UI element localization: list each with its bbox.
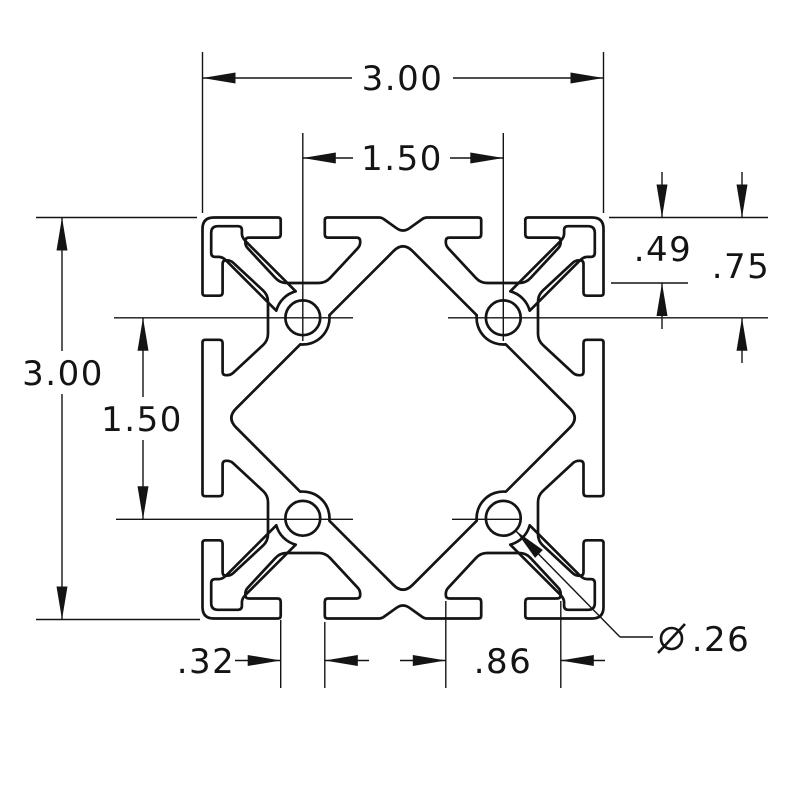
dim-slot-interior-label: .86 [474,642,533,682]
mounting-hole [284,499,322,538]
dimension-arrowhead [137,317,149,351]
dim-overall-height-label: 3.00 [22,354,104,394]
dimension-arrowhead [736,317,748,351]
dim-hole-offset-label: .75 [712,247,771,287]
extrusion-profile [201,216,605,620]
dimension-arrowhead [56,586,68,620]
dimension-arrowheads [56,72,748,666]
dimension-arrowhead [570,72,604,84]
dimension-labels: 3.00 1.50 .49 .75 3.00 1.50 .32 .86 .26 [22,59,771,682]
dimension-arrowhead [470,152,504,164]
dim-slot-spacing-top-label: 1.50 [361,139,443,179]
dim-hole-diameter-label: .26 [692,620,751,660]
dimension-arrowhead [656,184,668,218]
dim-slot-depth-label: .49 [634,230,693,270]
dim-slot-opening-label: .32 [177,642,236,682]
dim-slot-spacing-left-label: 1.50 [101,400,183,440]
diameter-symbol-icon [657,623,686,654]
profile-corner-cavities [209,224,597,612]
dimension-arrowhead [137,486,149,520]
dimension-arrowhead [412,655,446,666]
dimension-arrowhead [560,655,594,666]
dimension-arrowhead [736,184,748,218]
profile-outer-contour [201,216,605,620]
dim-overall-width-label: 3.00 [362,59,444,99]
dimension-arrowhead [515,530,543,558]
dimension-arrowhead [656,283,668,316]
mounting-hole [484,499,523,538]
dimension-arrowhead [202,72,236,84]
dimension-arrowhead [302,152,336,164]
dimension-arrowhead [56,217,68,251]
dimension-arrowhead [247,655,281,666]
profile-center-cavity [230,245,577,592]
dimension-arrowhead [324,655,358,666]
